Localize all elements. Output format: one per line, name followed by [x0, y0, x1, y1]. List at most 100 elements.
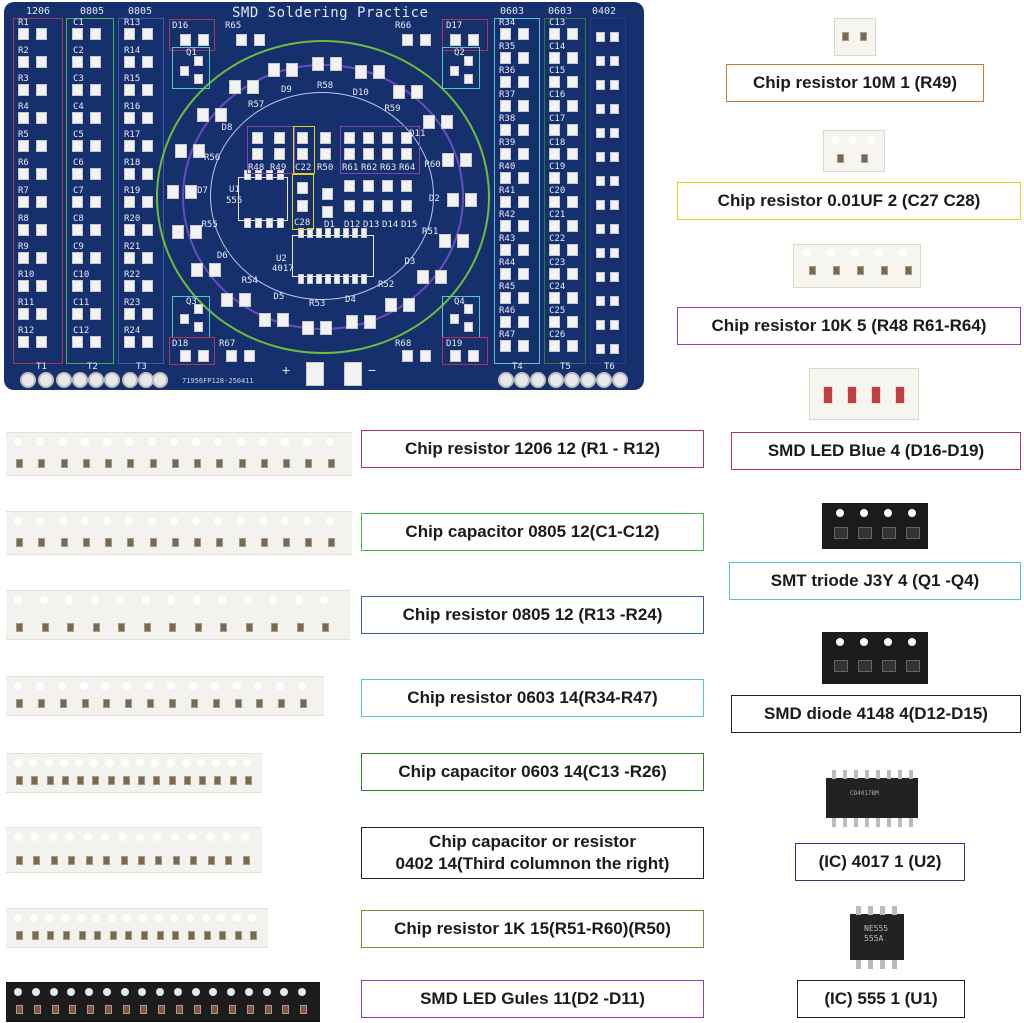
d1-pad	[322, 188, 333, 200]
solder-pad	[90, 168, 101, 180]
solder-pad	[596, 200, 605, 210]
solder-pad	[549, 172, 560, 184]
sprocket-hole	[303, 438, 312, 446]
ic-pin	[892, 906, 897, 915]
component-chip	[229, 776, 237, 785]
solder-pad	[549, 52, 560, 64]
ring-solder-pad	[167, 184, 180, 199]
component-label-r14: R14	[124, 46, 141, 56]
sprocket-hole	[90, 759, 99, 767]
solder-pad	[610, 176, 619, 186]
component-chip	[211, 1005, 219, 1014]
diode-solder-pad	[401, 180, 412, 192]
c28-pad	[297, 200, 308, 212]
sprocket-hole	[232, 682, 241, 690]
solder-pad	[142, 280, 153, 292]
sprocket-hole	[276, 682, 285, 690]
component-chip	[31, 931, 39, 940]
ring-solder-pad	[190, 225, 203, 240]
transistor-pad	[464, 322, 473, 332]
ring-label-r53: R53	[309, 298, 326, 309]
size-label-0603a: 0603	[500, 6, 525, 17]
sprocket-hole	[14, 438, 22, 446]
component-label-r10: R10	[18, 270, 35, 280]
triode-chip	[906, 527, 920, 539]
terminal-pad	[88, 372, 104, 388]
size-label-0805b: 0805	[128, 6, 153, 17]
solder-pad	[518, 292, 529, 304]
sprocket-hole	[120, 759, 129, 767]
component-chip	[234, 699, 242, 708]
center-solder-pad	[274, 132, 285, 144]
solder-pad	[142, 56, 153, 68]
size-label-0402: 0402	[592, 6, 617, 17]
ic-pin	[856, 960, 861, 969]
solder-pad	[596, 320, 605, 330]
sprocket-hole	[80, 438, 89, 446]
solder-pad	[90, 28, 101, 40]
sprocket-hole	[188, 833, 197, 841]
label-diode: SMD diode 4148 4(D12-D15)	[731, 695, 1021, 733]
solder-pad	[500, 316, 511, 328]
solder-pad	[500, 220, 511, 232]
corner-solder-pad	[468, 34, 479, 46]
component-chip	[238, 538, 246, 547]
solder-pad	[18, 196, 29, 208]
sprocket-hole	[48, 833, 57, 841]
diode-solder-pad	[382, 200, 393, 212]
component-label-r19: R19	[124, 186, 141, 196]
solder-pad	[500, 76, 511, 88]
component-chip	[103, 856, 111, 865]
center-solder-pad	[382, 148, 393, 160]
sprocket-hole	[281, 517, 290, 525]
solder-pad	[500, 100, 511, 112]
ic-pin	[880, 906, 885, 915]
ring-solder-pad	[372, 65, 385, 80]
component-label-r13: R13	[124, 18, 141, 28]
ring-solder-pad	[228, 79, 241, 94]
diode-solder-pad	[344, 200, 355, 212]
solder-pad	[500, 148, 511, 160]
component-chip	[103, 699, 111, 708]
label-led-blue: SMD LED Blue 4 (D16-D19)	[731, 432, 1021, 470]
sprocket-hole	[860, 638, 868, 646]
ic555-marking-1: NE555	[864, 924, 889, 933]
solder-pad	[549, 148, 560, 160]
component-chip	[300, 699, 308, 708]
u1-pin-pad	[266, 170, 273, 180]
ic-pin	[880, 960, 885, 969]
ring-label-d9: D9	[280, 85, 292, 96]
component-chip	[16, 459, 23, 468]
power-plus-label: +	[282, 362, 291, 378]
solder-pad	[36, 28, 47, 40]
t6-label: T6	[604, 362, 615, 372]
sprocket-hole	[185, 914, 194, 922]
component-chip	[283, 538, 291, 547]
sprocket-hole	[14, 914, 22, 922]
component-label-c21: C21	[549, 210, 566, 220]
u2-type-label: 4017	[272, 264, 294, 274]
u2-pin-pad	[298, 274, 304, 284]
sprocket-hole	[884, 509, 892, 517]
sprocket-hole	[192, 517, 201, 525]
solder-pad	[500, 244, 511, 256]
label-r0805: Chip resistor 0805 12 (R13 -R24)	[361, 596, 704, 634]
sprocket-hole	[192, 596, 201, 604]
label-ic555: (IC) 555 1 (U1)	[797, 980, 965, 1018]
blue-led-chip	[871, 386, 881, 404]
u1-pin-pad	[255, 170, 262, 180]
terminal-pad	[580, 372, 596, 388]
ring-solder-pad	[259, 312, 272, 327]
sprocket-hole	[153, 833, 162, 841]
sprocket-hole	[125, 438, 134, 446]
label-r0603: Chip resistor 0603 14(R34-R47)	[361, 679, 704, 717]
solder-pad	[518, 340, 529, 352]
sprocket-hole	[803, 249, 811, 257]
corner-solder-pad	[420, 34, 431, 46]
solder-pad	[36, 56, 47, 68]
sprocket-hole	[118, 833, 127, 841]
solder-pad	[500, 340, 511, 352]
r48-r49-box	[247, 126, 295, 174]
u2-pin-pad	[361, 228, 367, 238]
resistor-chip	[905, 266, 912, 275]
